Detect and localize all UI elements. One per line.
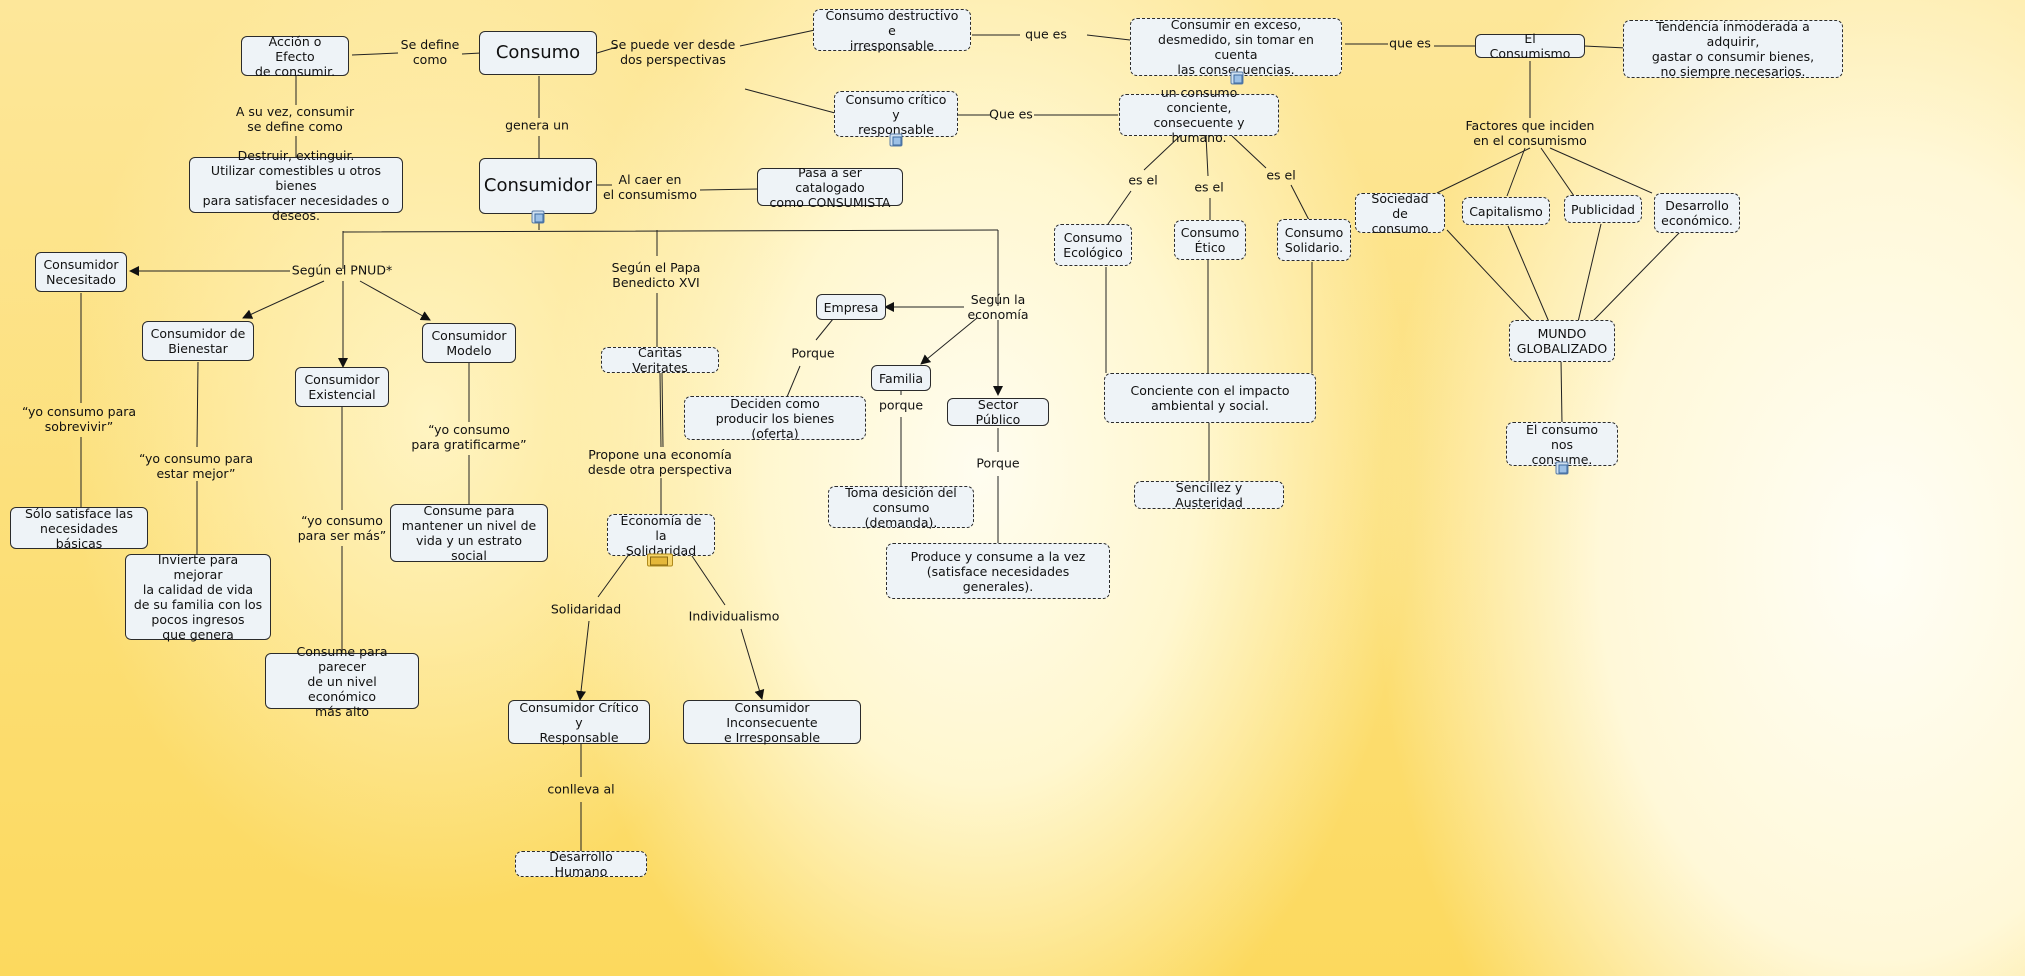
image-resource-icon[interactable] — [531, 210, 545, 224]
image-resource-icon[interactable] — [1230, 71, 1244, 85]
node-solo-satisface[interactable]: Sólo satisface las necesidades básicas — [10, 506, 148, 551]
label-se-define: Se define como — [400, 37, 460, 67]
node-sencillez-austeridad[interactable]: Sencillez y Austeridad — [1134, 480, 1284, 510]
label-perspectivas: Se puede ver desde dos perspectivas — [610, 37, 736, 67]
node-accion[interactable]: Acción o Efecto de consumir. — [241, 34, 349, 79]
node-consumo-etico[interactable]: Consumo Ético — [1174, 220, 1246, 260]
node-consume-parecer[interactable]: Consume para parecer de un nivel económi… — [265, 644, 419, 719]
node-consumo-destructivo[interactable]: Consumo destructivo e irresponsable — [813, 8, 971, 53]
node-invierte[interactable]: Invierte para mejorar la calidad de vida… — [125, 552, 271, 642]
label-quote-gratificarme: “yo consumo para gratificarme” — [411, 422, 527, 452]
node-consumidor[interactable]: Consumidor — [479, 158, 597, 214]
node-deciden[interactable]: Deciden como producir los bienes (oferta… — [684, 396, 866, 441]
label-es-el-3: es el — [1266, 167, 1296, 183]
node-caritas-veritates[interactable]: Caritas Veritates — [601, 345, 719, 375]
node-consumo-critico[interactable]: Consumo crítico y responsable — [834, 91, 958, 137]
node-el-consumismo[interactable]: El Consumismo — [1475, 31, 1585, 61]
label-papa: Según el Papa Benedicto XVI — [611, 260, 701, 290]
node-consumir-exceso[interactable]: Consumir en exceso, desmedido, sin tomar… — [1130, 17, 1342, 77]
label-solidaridad: Solidaridad — [550, 601, 622, 617]
label-conlleva: conlleva al — [547, 781, 615, 797]
label-a-su-vez: A su vez, consumir se define como — [235, 104, 355, 134]
node-nos-consume[interactable]: El consumo nos consume. — [1506, 422, 1618, 467]
node-consumo-conciente[interactable]: un consumo conciente, consecuente y huma… — [1119, 85, 1279, 145]
node-catalogado[interactable]: Pasa a ser catalogado como CONSUMISTA — [757, 165, 903, 210]
label-individualismo: Individualismo — [688, 608, 780, 624]
node-consume-mantener[interactable]: Consume para mantener un nivel de vida y… — [390, 503, 548, 563]
node-consumo[interactable]: Consumo — [479, 31, 597, 75]
node-desarrollo-humano[interactable]: Desarrollo Humano — [515, 849, 647, 879]
node-consumidor-necesitado[interactable]: Consumidor Necesitado — [35, 252, 127, 292]
node-impacto-ambiental[interactable]: Conciente con el impacto ambiental y soc… — [1104, 373, 1316, 423]
label-factores: Factores que inciden en el consumismo — [1465, 118, 1595, 148]
node-familia[interactable]: Familia — [871, 365, 931, 391]
node-tendencia[interactable]: Tendencia inmoderada a adquirir, gastar … — [1623, 19, 1843, 79]
node-consumo-solidario[interactable]: Consumo Solidario. — [1277, 219, 1351, 261]
label-quote-ser-mas: “yo consumo para ser más” — [297, 513, 387, 543]
label-es-el-1: es el — [1128, 172, 1158, 188]
label-porque-3: Porque — [976, 455, 1020, 471]
node-sociedad-consumo[interactable]: Sociedad de consumo — [1355, 191, 1445, 236]
node-capitalismo[interactable]: Capitalismo — [1462, 197, 1550, 225]
node-destruir[interactable]: Destruir, extinguir. Utilizar comestible… — [189, 148, 403, 223]
label-porque-1: Porque — [791, 345, 835, 361]
node-consumidor-inconsecuente[interactable]: Consumidor Inconsecuente e Irresponsable — [683, 700, 861, 745]
node-economia-solidaridad[interactable]: Economía de la Solidaridad — [607, 513, 715, 558]
label-quote-sobrevivir: “yo consumo para sobrevivir” — [21, 404, 137, 434]
node-consumo-ecologico[interactable]: Consumo Ecológico — [1054, 224, 1132, 266]
label-genera-un: genera un — [505, 117, 569, 133]
node-mundo-globalizado[interactable]: MUNDO GLOBALIZADO — [1509, 320, 1615, 362]
label-propone: Propone una economía desde otra perspect… — [587, 447, 733, 477]
label-pnud: Según el PNUD* — [291, 262, 393, 278]
node-toma-decision[interactable]: Toma desición del consumo (demanda). — [828, 485, 974, 530]
node-publicidad[interactable]: Publicidad — [1564, 195, 1642, 223]
label-que-es-3: Que es — [989, 106, 1033, 122]
label-al-caer: Al caer en el consumismo — [602, 172, 698, 202]
node-consumidor-critico-responsable[interactable]: Consumidor Crítico y Responsable — [508, 700, 650, 745]
note-resource-icon[interactable] — [647, 553, 673, 567]
label-que-es-1: que es — [1025, 26, 1067, 42]
node-empresa[interactable]: Empresa — [816, 294, 886, 320]
node-sector-publico[interactable]: Sector Público — [947, 397, 1049, 427]
node-desarrollo-economico[interactable]: Desarrollo económico. — [1654, 193, 1740, 233]
label-porque-2: porque — [878, 397, 924, 413]
node-consumidor-bienestar[interactable]: Consumidor de Bienestar — [142, 321, 254, 361]
node-produce-consume[interactable]: Produce y consume a la vez (satisface ne… — [886, 543, 1110, 599]
image-resource-icon[interactable] — [889, 133, 903, 147]
node-consumidor-existencial[interactable]: Consumidor Existencial — [295, 367, 389, 407]
node-consumidor-modelo[interactable]: Consumidor Modelo — [422, 323, 516, 363]
label-quote-estar-mejor: “yo consumo para estar mejor” — [138, 451, 254, 481]
label-es-el-2: es el — [1194, 179, 1224, 195]
label-que-es-2: que es — [1389, 35, 1431, 51]
label-segun-economia: Según la economía — [967, 292, 1029, 322]
image-resource-icon[interactable] — [1555, 461, 1569, 475]
